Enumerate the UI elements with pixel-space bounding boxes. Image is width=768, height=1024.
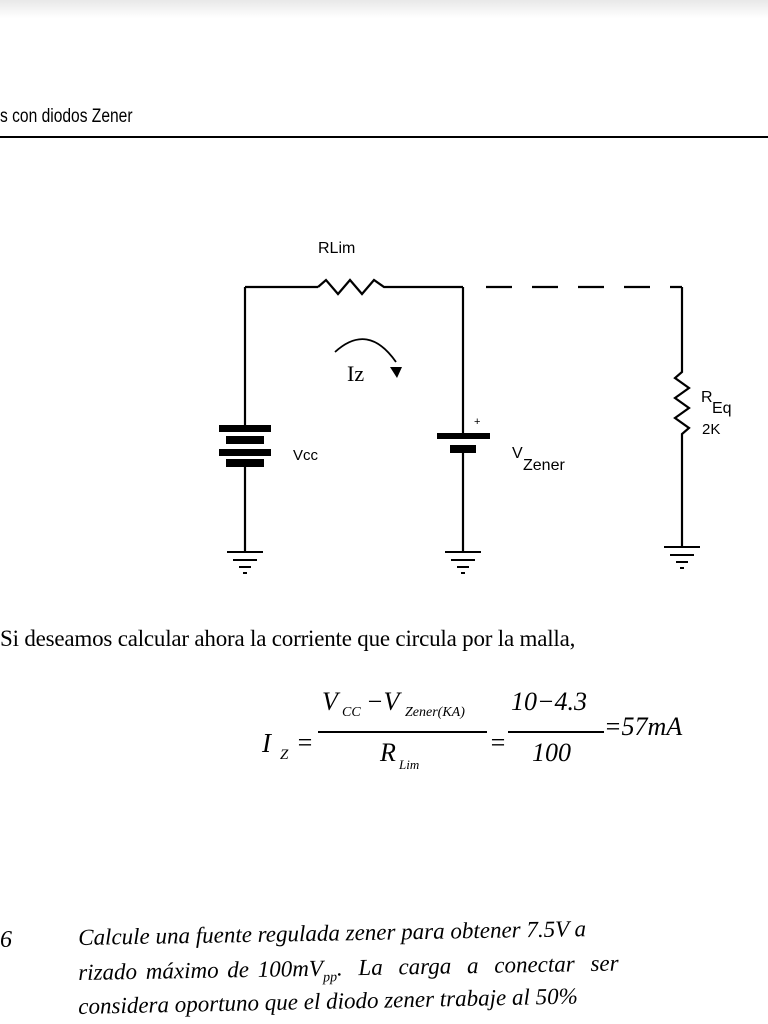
formula-eq2: = <box>489 728 507 757</box>
current-label: Iz <box>347 361 364 386</box>
exercise-line-2-sub: pp <box>322 970 338 986</box>
current-arrowhead <box>390 367 402 378</box>
req-label-main: R <box>701 389 713 406</box>
formula-den2: 100 <box>532 738 571 767</box>
formula-num-v1: V <box>322 687 338 716</box>
exercise-line-2-start: rizado máximo de 100mV <box>78 955 324 985</box>
zener-circuit-diagram: RLim Iz Vcc + V Zener R Eq 2K <box>219 240 732 574</box>
rlim-label: RLim <box>318 240 355 257</box>
vzener-label-main: V <box>512 445 523 462</box>
formula-num2: 10−4.3 <box>511 687 588 716</box>
ground-left <box>227 551 263 574</box>
exercise-line-1: Calcule una fuente regulada zener para o… <box>78 916 587 950</box>
body-paragraph: Si deseamos calcular ahora la corriente … <box>0 626 576 651</box>
current-arc <box>334 338 397 363</box>
ground-right <box>664 546 700 569</box>
vcc-label: Vcc <box>293 447 319 464</box>
formula-eq1: = <box>296 728 314 757</box>
resistor-req <box>673 287 691 547</box>
resistor-rlim <box>317 278 463 296</box>
exercise-line-2-rest: . La carga a conectar ser <box>336 950 619 981</box>
exercise-number: 6 <box>0 927 12 953</box>
formula-num-minus-v2: −V <box>366 687 400 716</box>
vcc-battery <box>219 425 271 467</box>
zener-cell <box>437 433 490 453</box>
formula-den-sub: Lim <box>399 757 420 772</box>
header-rule <box>0 136 768 138</box>
page-top-shadow <box>0 0 768 18</box>
zener-plus-sign: + <box>474 416 480 428</box>
formula-num-v1-sub: CC <box>342 705 361 720</box>
formula-lhs: I <box>262 728 271 758</box>
formula-result: =57mA <box>604 712 683 741</box>
fraction-bar-1 <box>318 731 487 733</box>
formula-lhs-sub: Z <box>280 747 289 763</box>
req-value-label: 2K <box>702 421 720 438</box>
req-label-sub: Eq <box>712 400 732 417</box>
formula-num-v2-sub: Zener(KA) <box>405 705 465 720</box>
current-formula: I Z = V CC −V Zener(KA) R Lim = 10−4.3 1… <box>262 687 683 772</box>
formula-den: R <box>380 738 396 767</box>
fraction-bar-2 <box>508 731 604 733</box>
vzener-label-sub: Zener <box>523 457 565 474</box>
page-header-title: s con diodos Zener <box>0 106 133 127</box>
ground-middle <box>445 551 481 574</box>
